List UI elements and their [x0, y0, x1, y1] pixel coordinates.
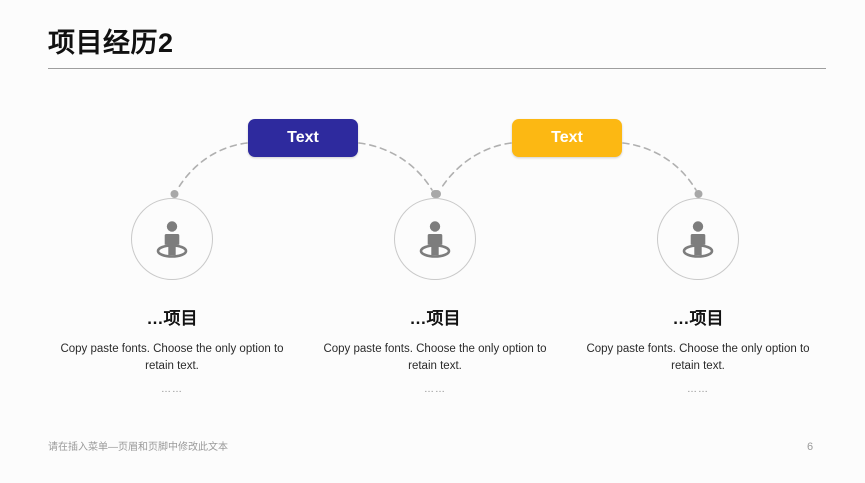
column-heading-1: …项目: [146, 309, 198, 328]
title-divider: [48, 68, 826, 69]
page-title: 项目经历2: [48, 28, 174, 58]
person-in-circle-icon: [682, 221, 714, 258]
icon-circle-1[interactable]: [131, 198, 213, 280]
label-box-blue[interactable]: Text: [248, 119, 358, 157]
connector-yellow-left: [439, 142, 512, 191]
content-column-2: …项目 Copy paste fonts. Choose the only op…: [295, 198, 575, 395]
page-number: 6: [806, 441, 814, 453]
column-heading-3: …项目: [672, 309, 724, 328]
connector-blue-left: [176, 142, 248, 191]
column-dots-3: ……: [687, 384, 709, 395]
column-dots-2: ……: [424, 384, 446, 395]
icon-circle-3[interactable]: [657, 198, 739, 280]
column-body-2: Copy paste fonts. Choose the only option…: [323, 343, 547, 372]
label-box-yellow[interactable]: Text: [512, 119, 622, 157]
connector-yellow-right: [622, 142, 697, 191]
label-box-blue-text: Text: [287, 129, 319, 146]
label-box-yellow-text: Text: [551, 129, 583, 146]
content-column-3: …项目 Copy paste fonts. Choose the only op…: [558, 198, 838, 395]
person-in-circle-icon: [419, 221, 451, 258]
column-body-1: Copy paste fonts. Choose the only option…: [60, 343, 284, 372]
arrowhead-right: [694, 190, 703, 198]
arrowhead-left: [170, 190, 179, 198]
footer-placeholder-text: 请在插入菜单—页眉和页脚中修改此文本: [48, 442, 228, 453]
icon-circle-2[interactable]: [394, 198, 476, 280]
connector-blue-right: [358, 142, 433, 191]
column-body-3: Copy paste fonts. Choose the only option…: [586, 343, 810, 372]
arrowhead-middle-b: [433, 190, 441, 198]
column-heading-2: …项目: [409, 309, 461, 328]
person-in-circle-icon: [156, 221, 188, 258]
column-dots-1: ……: [161, 384, 183, 395]
arrowhead-middle-a: [431, 190, 439, 198]
title-block: 项目经历2: [48, 26, 828, 60]
content-column-1: …项目 Copy paste fonts. Choose the only op…: [32, 198, 312, 395]
